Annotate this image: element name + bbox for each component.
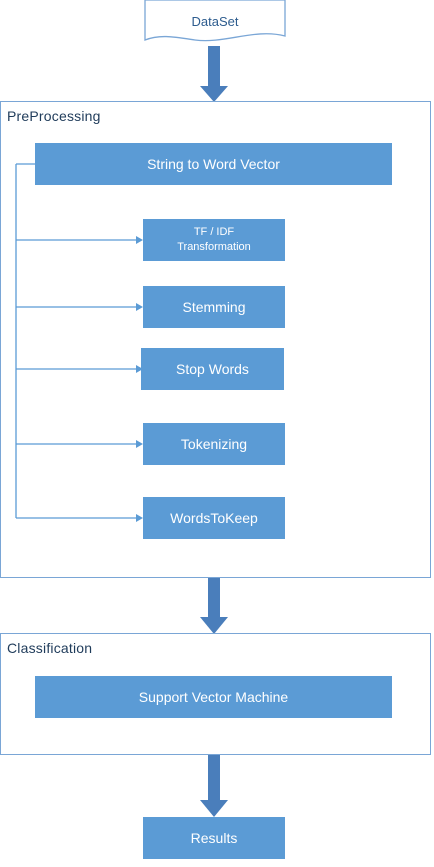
tokenizing-box: Tokenizing [143, 423, 285, 465]
arrowhead-stemming [136, 303, 143, 311]
string-to-word-vector-box: String to Word Vector [35, 143, 392, 185]
preprocessing-title: PreProcessing [7, 108, 101, 124]
tfidf-box: TF / IDF Transformation [143, 219, 285, 261]
results-box: Results [143, 817, 285, 859]
classification-title: Classification [7, 640, 93, 656]
stemming-label: Stemming [182, 299, 246, 315]
string-to-word-vector-label: String to Word Vector [147, 156, 280, 172]
words-to-keep-box: WordsToKeep [143, 497, 285, 539]
tfidf-label-line2: Transformation [177, 241, 251, 253]
arrow-dataset-to-preprocessing [200, 46, 228, 102]
stop-words-label: Stop Words [176, 361, 249, 377]
arrow-preprocessing-to-classification [200, 578, 228, 634]
stemming-box: Stemming [143, 286, 285, 328]
tokenizing-label: Tokenizing [180, 436, 248, 452]
dataset-document-shape [144, 0, 286, 42]
tfidf-label-line1: TF / IDF [193, 226, 235, 238]
arrowhead-wordstokeep [136, 514, 143, 522]
words-to-keep-label: WordsToKeep [170, 510, 258, 526]
arrow-classification-to-results [200, 755, 228, 817]
support-vector-machine-box: Support Vector Machine [35, 676, 392, 718]
dataset-label: DataSet [191, 13, 239, 29]
stop-words-box: Stop Words [141, 348, 284, 390]
arrowhead-tfidf [136, 236, 143, 244]
support-vector-machine-label: Support Vector Machine [138, 689, 289, 705]
arrowhead-stopwords [136, 365, 143, 373]
results-label: Results [190, 830, 238, 846]
arrowhead-tokenizing [136, 440, 143, 448]
